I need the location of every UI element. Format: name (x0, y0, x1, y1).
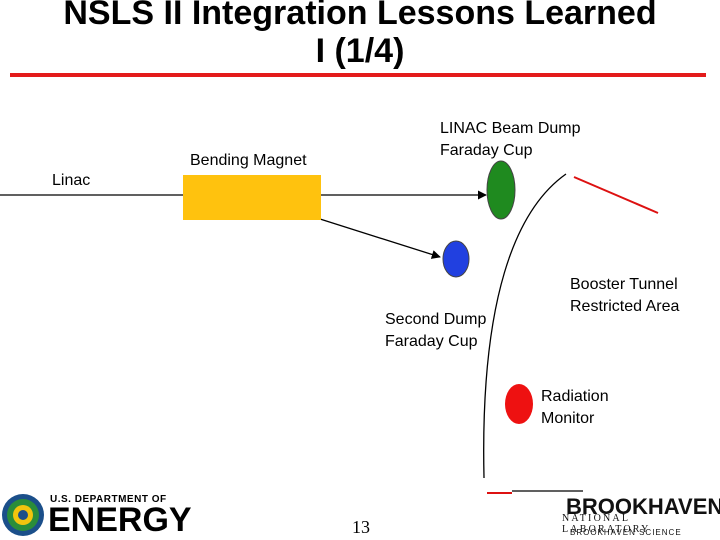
linac-dump-faraday-cup (486, 160, 516, 220)
title-line-1: NSLS II Integration Lessons Learned (63, 0, 657, 32)
title-line-2: I (1/4) (315, 32, 405, 70)
second-dump-label: Second Dump Faraday Cup (385, 309, 486, 353)
booster-label-line-2: Restricted Area (570, 298, 680, 315)
linac-label: Linac (52, 172, 91, 189)
booster-label-line-1: Booster Tunnel (570, 276, 678, 293)
doe-seal-icon (2, 494, 44, 536)
radiation-label-line-2: Monitor (541, 410, 595, 427)
bending-magnet-label: Bending Magnet (190, 152, 307, 169)
booster-restricted-line (573, 176, 659, 214)
radiation-monitor-label: Radiation Monitor (541, 386, 609, 430)
beam-line-to-second-dump (319, 218, 441, 259)
bnl-logo-lab: NATIONAL LABORATORY (562, 513, 651, 535)
slide-title: NSLS II Integration Lessons Learned I (1… (0, 0, 720, 70)
page-number: 13 (352, 517, 370, 537)
radiation-label-line-1: Radiation (541, 388, 609, 405)
bnl-logo-name: BROOKHAVEN (566, 494, 720, 519)
linac-dump-label-line-1: LINAC Beam Dump (440, 120, 581, 137)
second-dump-faraday-cup (442, 240, 470, 278)
booster-tunnel-label: Booster Tunnel Restricted Area (570, 274, 679, 318)
linac-dump-label-line-2: Faraday Cup (440, 142, 533, 159)
bending-magnet-block (183, 175, 321, 220)
booster-tunnel-wall-curve (483, 173, 567, 479)
doe-logo-small-text: U.S. DEPARTMENT OF (50, 494, 167, 505)
radiation-monitor (505, 384, 533, 424)
second-dump-label-line-1: Second Dump (385, 311, 487, 328)
title-underline (10, 73, 706, 77)
doe-logo-energy-text: ENERGY (48, 501, 192, 539)
bnl-logo-science: BROOKHAVEN SCIENCE (570, 528, 682, 537)
linac-dump-label: LINAC Beam Dump Faraday Cup (440, 118, 581, 162)
second-dump-label-line-2: Faraday Cup (385, 333, 478, 350)
